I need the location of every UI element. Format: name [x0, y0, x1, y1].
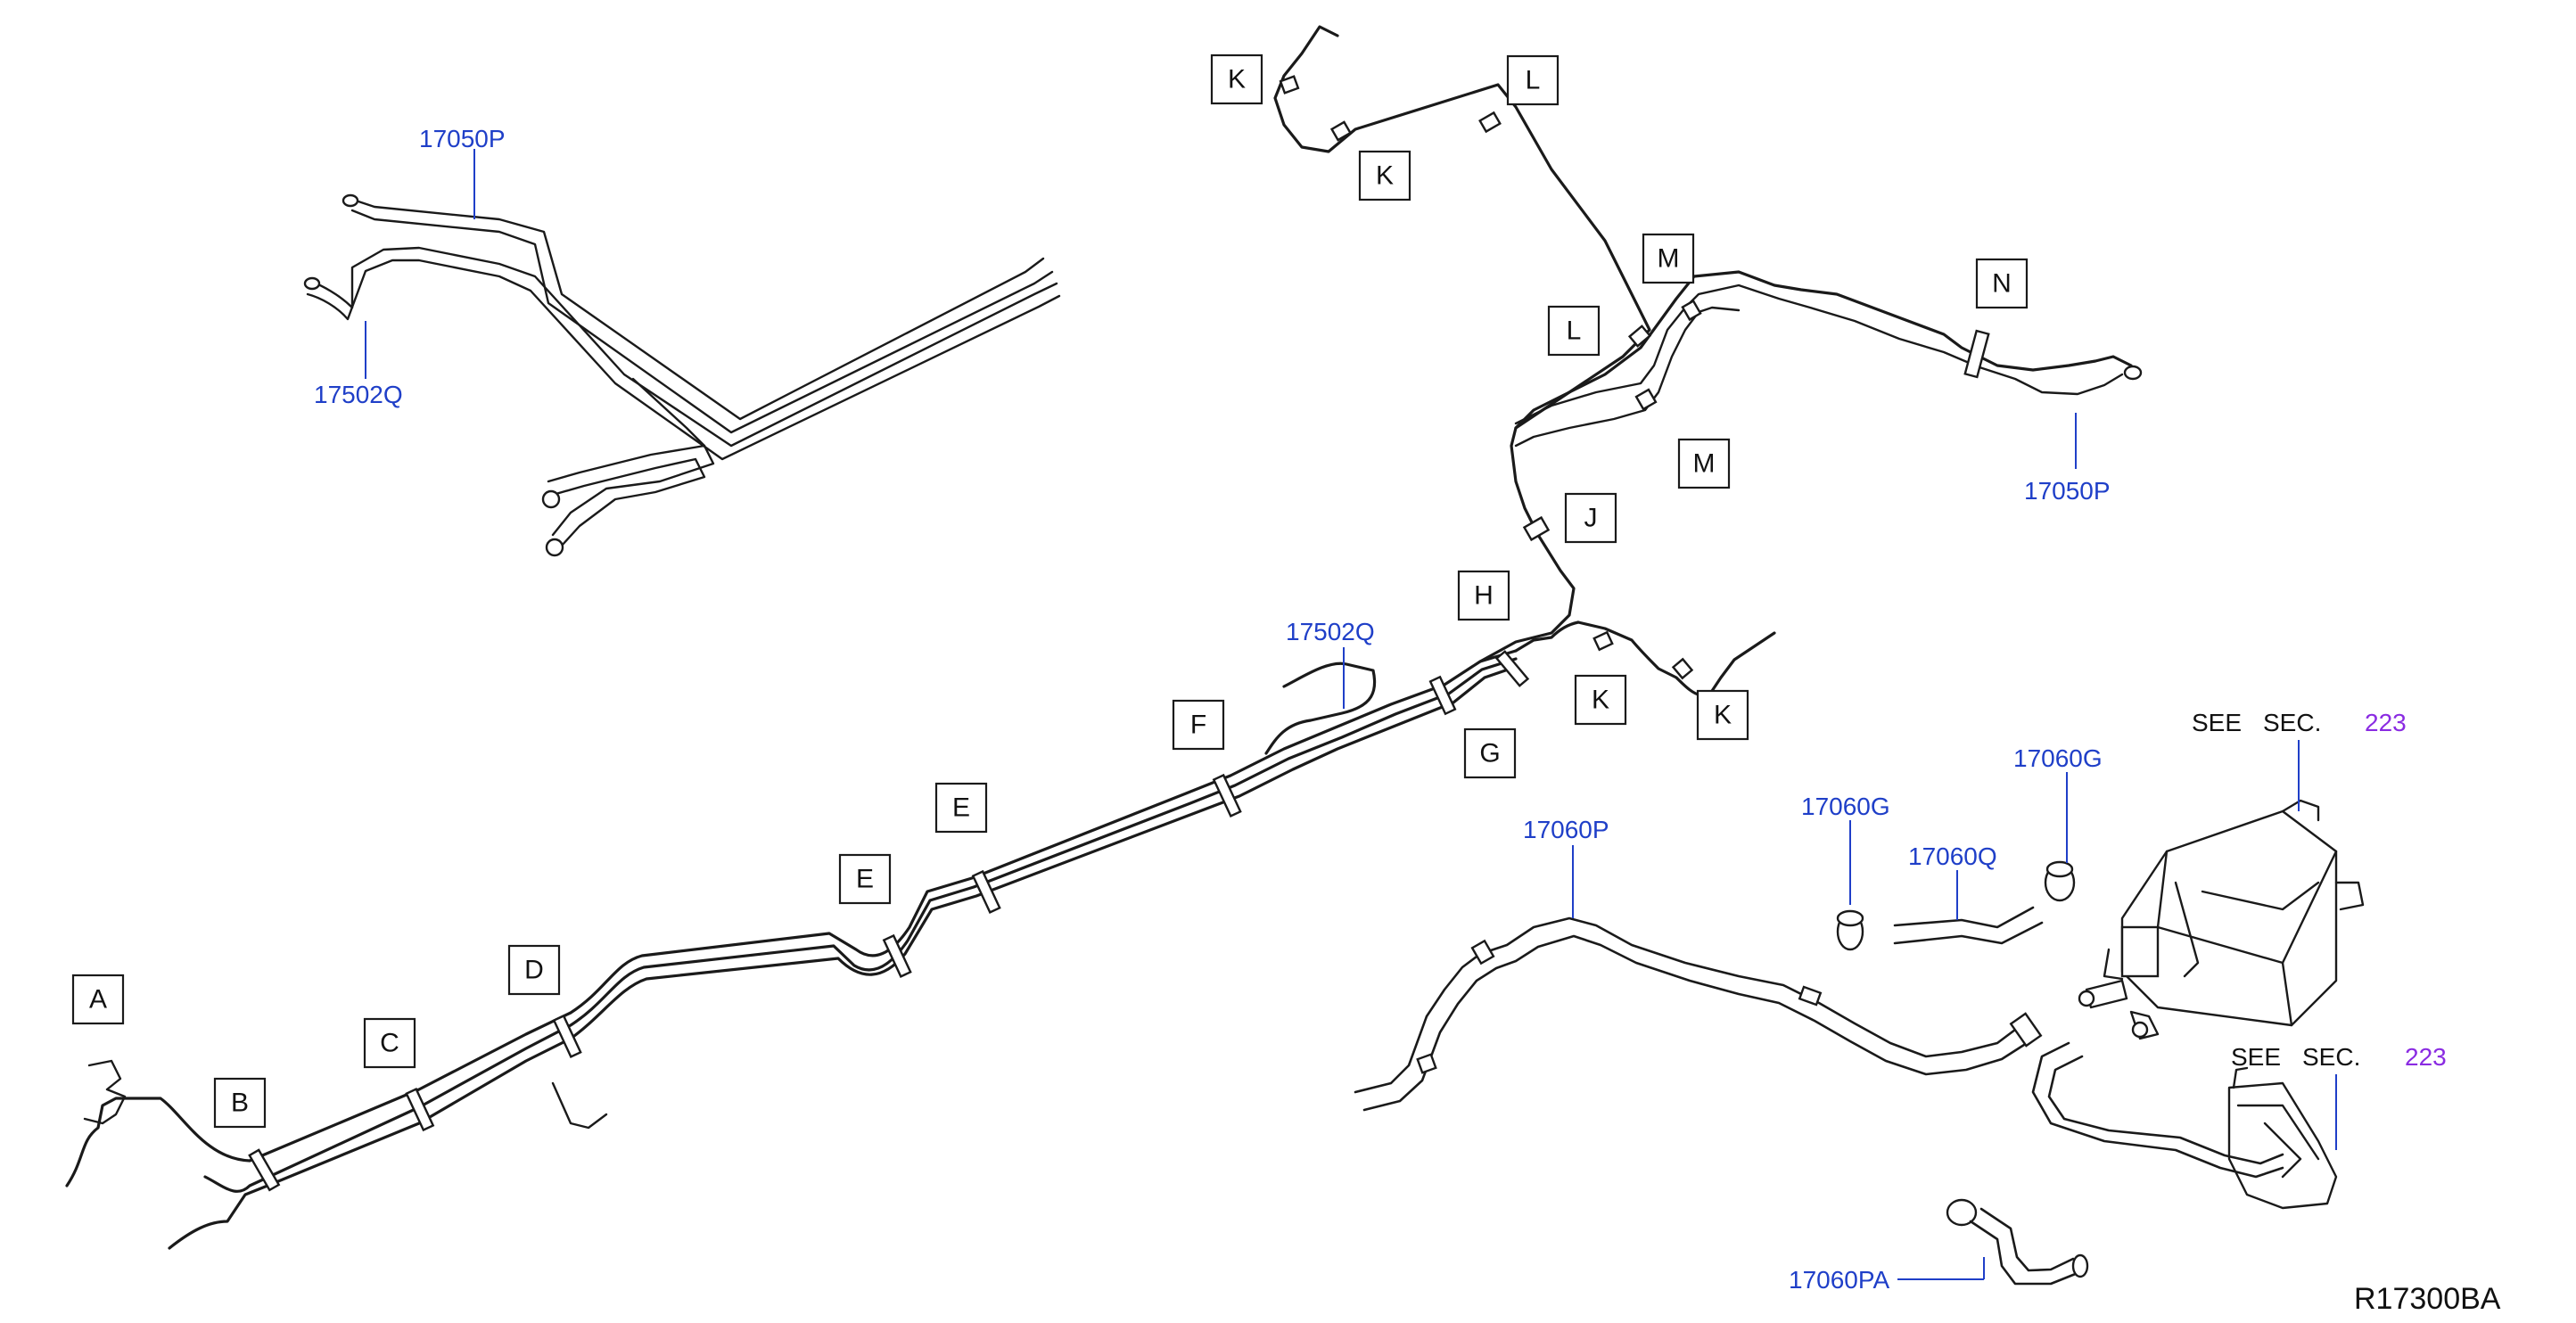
- label-17050P-right: 17050P: [2024, 477, 2111, 505]
- svg-text:G: G: [1479, 739, 1500, 768]
- svg-text:A: A: [89, 985, 107, 1015]
- section-number[interactable]: 223: [2365, 709, 2407, 736]
- clip-box-K-mid-left: K: [1574, 674, 1627, 726]
- svg-text:N: N: [1992, 269, 2012, 299]
- svg-text:B: B: [231, 1089, 249, 1118]
- svg-text:E: E: [856, 865, 874, 894]
- leader-lines: [365, 149, 2337, 1280]
- detail-17050P-17502Q-assembly: [303, 193, 1061, 557]
- clip-box-B: B: [213, 1077, 267, 1129]
- section-number[interactable]: 223: [2405, 1043, 2447, 1071]
- main-run-clips: [83, 75, 2143, 1192]
- label-17502Q-mid: 17502Q: [1286, 618, 1375, 645]
- svg-text:E: E: [952, 793, 970, 823]
- clip-box-J: J: [1564, 492, 1617, 544]
- see-text: SEE: [2192, 709, 2242, 736]
- clip-box-N: N: [1975, 258, 2029, 309]
- evap-canister: [2078, 799, 2365, 1040]
- clip-box-M-bottom: M: [1677, 438, 1731, 489]
- label-17050P-top: 17050P: [419, 125, 506, 152]
- svg-text:K: K: [1228, 65, 1246, 94]
- clip-box-H: H: [1457, 570, 1510, 621]
- svg-text:F: F: [1190, 711, 1206, 740]
- svg-text:J: J: [1584, 504, 1598, 533]
- svg-text:L: L: [1526, 66, 1541, 95]
- clamp-and-hose-parts: [1836, 860, 2076, 951]
- clip-box-E-upper: E: [934, 782, 988, 834]
- clip-box-D: D: [507, 944, 561, 996]
- see-section-ref-canister: SEE SEC. 223: [2192, 709, 2407, 736]
- clip-box-K-top-left: K: [1210, 53, 1263, 105]
- hose-17060PA: [1946, 1198, 2089, 1286]
- main-fuel-line-run: [65, 25, 2133, 1250]
- clip-box-M-top: M: [1642, 233, 1695, 284]
- svg-text:M: M: [1693, 449, 1716, 479]
- sec-text: SEC.: [2302, 1043, 2360, 1071]
- svg-text:C: C: [380, 1029, 399, 1058]
- label-17060G-right: 17060G: [2013, 744, 2103, 772]
- label-17060Q: 17060Q: [1908, 842, 1997, 870]
- see-section-ref-filter: SEE SEC. 223: [2231, 1043, 2447, 1071]
- sec-text: SEC.: [2263, 709, 2321, 736]
- label-17060P: 17060P: [1523, 816, 1609, 843]
- svg-text:H: H: [1474, 581, 1494, 611]
- clip-box-A: A: [71, 974, 125, 1025]
- clip-box-G: G: [1463, 727, 1517, 779]
- clip-box-F: F: [1172, 699, 1225, 751]
- clip-box-K-top-right: K: [1358, 150, 1411, 201]
- clip-box-L-top: L: [1506, 54, 1560, 106]
- svg-text:K: K: [1376, 161, 1394, 191]
- clip-box-C: C: [363, 1017, 416, 1069]
- clip-box-E-lower: E: [838, 853, 892, 905]
- label-17502Q-top: 17502Q: [314, 381, 403, 408]
- evap-hose-17060P: [1354, 916, 2043, 1112]
- svg-text:K: K: [1714, 701, 1732, 730]
- label-17060G-left: 17060G: [1801, 793, 1890, 820]
- svg-text:K: K: [1592, 686, 1609, 715]
- see-text: SEE: [2231, 1043, 2281, 1071]
- part-number-labels: 17050P 17502Q 17050P 17502Q 17060P 17060…: [314, 125, 2111, 1294]
- svg-text:D: D: [524, 956, 544, 985]
- vent-hose-and-filter: [2031, 1041, 2338, 1210]
- clip-letter-boxes: A B C D E E F G H J K K K K L L M M N: [71, 53, 2029, 1129]
- clip-box-L-mid: L: [1547, 305, 1601, 357]
- svg-text:L: L: [1567, 316, 1582, 346]
- svg-text:M: M: [1658, 244, 1680, 274]
- diagram-id: R17300BA: [2354, 1282, 2501, 1316]
- clip-box-K-mid-right: K: [1696, 689, 1749, 741]
- label-17060PA: 17060PA: [1789, 1266, 1889, 1294]
